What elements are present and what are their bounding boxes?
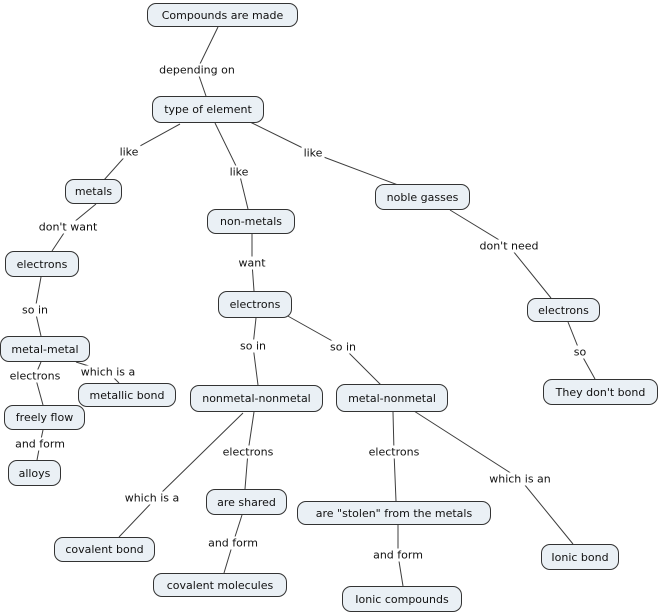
edge-line-depending-on	[196, 26, 219, 97]
concept-node-noble-gasses[interactable]: noble gasses	[375, 184, 470, 210]
concept-node-they-dont-bond[interactable]: They don't bond	[543, 379, 658, 405]
edge-label-so-in[interactable]: so in	[238, 339, 268, 353]
edge-label-so[interactable]: so	[571, 345, 589, 359]
concept-node-covalent-bond[interactable]: covalent bond	[54, 537, 155, 562]
edge-line-which-is-a	[118, 412, 244, 538]
concept-node-ionic-bond[interactable]: Ionic bond	[541, 544, 619, 570]
concept-node-type-of-element[interactable]: type of element	[152, 96, 264, 123]
edge-label-which-is-a[interactable]: which is a	[122, 491, 182, 505]
edge-line-electrons	[34, 361, 44, 406]
concept-node-are-stolen[interactable]: are "stolen" from the metals	[297, 501, 491, 525]
edge-label-don-t-want[interactable]: don't want	[36, 220, 100, 234]
edge-label-depending-on[interactable]: depending on	[157, 63, 237, 77]
concept-node-non-metals[interactable]: non-metals	[207, 209, 295, 234]
edge-label-which-is-a[interactable]: which is a	[78, 365, 138, 379]
concept-node-ionic-compounds[interactable]: Ionic compounds	[342, 586, 462, 612]
concept-node-nonmetal-nonmetal[interactable]: nonmetal-nonmetal	[190, 385, 323, 412]
edge-label-like[interactable]: like	[301, 146, 325, 160]
edge-label-so-in[interactable]: so in	[20, 303, 50, 317]
concept-node-compounds-are-made[interactable]: Compounds are made	[147, 3, 298, 27]
edge-label-which-is-an[interactable]: which is an	[487, 472, 553, 486]
edge-label-like[interactable]: like	[117, 145, 141, 159]
edge-label-electrons[interactable]: electrons	[7, 369, 63, 383]
edge-line-like	[103, 123, 181, 181]
edge-label-and-form[interactable]: and form	[206, 536, 260, 550]
edge-label-electrons[interactable]: electrons	[366, 445, 422, 459]
edge-label-like[interactable]: like	[227, 165, 251, 179]
concept-node-electrons-left[interactable]: electrons	[5, 251, 79, 277]
edge-label-and-form[interactable]: and form	[371, 548, 425, 562]
edge-label-electrons[interactable]: electrons	[220, 445, 276, 459]
edge-label-want[interactable]: want	[236, 256, 268, 270]
concept-node-metals[interactable]: metals	[65, 179, 122, 204]
concept-node-electrons-middle[interactable]: electrons	[218, 291, 292, 318]
concept-node-electrons-right[interactable]: electrons	[527, 298, 600, 322]
edge-label-so-in[interactable]: so in	[328, 340, 358, 354]
edge-line-don-t-need	[449, 209, 552, 299]
concept-node-metal-metal[interactable]: metal-metal	[0, 336, 90, 362]
concept-node-alloys[interactable]: alloys	[8, 460, 61, 486]
concept-node-covalent-molecules[interactable]: covalent molecules	[153, 573, 287, 597]
edge-label-don-t-need[interactable]: don't need	[477, 239, 541, 253]
concept-node-freely-flow[interactable]: freely flow	[4, 405, 85, 430]
concept-node-metal-nonmetal[interactable]: metal-nonmetal	[336, 384, 448, 412]
concept-node-are-shared[interactable]: are shared	[206, 489, 287, 515]
edge-label-and-form[interactable]: and form	[13, 437, 67, 451]
concept-node-metallic-bond[interactable]: metallic bond	[78, 383, 176, 407]
